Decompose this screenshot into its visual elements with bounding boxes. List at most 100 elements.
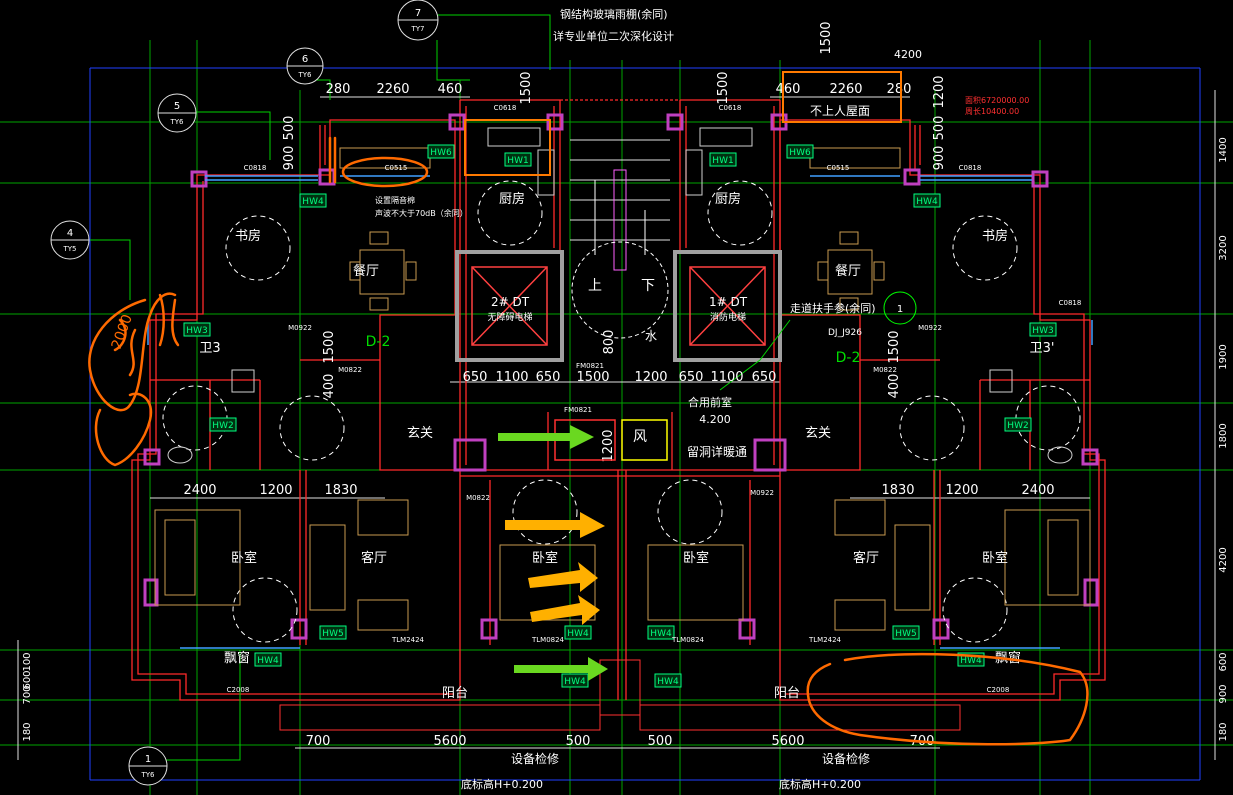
axis-6-ref: TY6 (297, 71, 312, 79)
dim-mid-l: 1500 (322, 330, 337, 363)
room-bedroom-4: 卧室 (982, 550, 1008, 566)
dimension-lines (17, 90, 1216, 760)
freehand-markup (88, 136, 1089, 746)
hw-tag: HW4 (647, 625, 675, 640)
door-label: M0922 (750, 489, 774, 497)
dim-left-1: 600 (22, 670, 33, 689)
svg-text:HW6: HW6 (430, 148, 452, 158)
dim-left-0: 100 (22, 652, 33, 671)
dim-right-5: 600 (1218, 652, 1229, 671)
code-label: C0515 (827, 164, 850, 172)
dim-left-3: 180 (22, 722, 33, 741)
yellow-arrow-1 (505, 512, 605, 538)
dim-bed-l-1: 1200 (259, 483, 292, 498)
dim-bed-l-2: 1830 (324, 483, 357, 498)
dim-core-0: 650 (463, 370, 488, 385)
note-design: 详专业单位二次深化设计 (553, 29, 674, 43)
room-living-left: 客厅 (361, 550, 387, 566)
balcony-railing (279, 659, 961, 731)
hw-tag: HW6 (427, 144, 455, 159)
door-label: TLM0824 (531, 636, 565, 644)
stair-down: 下 (641, 278, 655, 294)
door-label: TLM0824 (671, 636, 705, 644)
room-labels: 厨房 厨房 书房 书房 餐厅 餐厅 卫3 卫3' 玄关 玄关 卧室 卧室 卧室 … (199, 191, 1054, 791)
room-balcony-left: 阳台 (442, 686, 468, 701)
elevator-shafts (455, 250, 782, 362)
dim-core-7: 650 (752, 370, 777, 385)
green-arrow-2 (514, 657, 608, 681)
dim-core-1: 1100 (495, 370, 528, 385)
door-label: TLM2424 (808, 636, 842, 644)
unit-right: D-2 (836, 350, 861, 366)
door-label: FM0821 (576, 362, 604, 370)
dim-mid-r: 1500 (887, 330, 902, 363)
base-right: 底标高H+0.200 (779, 777, 861, 791)
room-kitchen-left: 厨房 (499, 191, 525, 207)
door-label: TLM2424 (391, 636, 425, 644)
hw-tag: HW4 (561, 673, 589, 688)
note-handrail: 走道扶手参(余同) (790, 301, 876, 315)
dim-top-r-0: 460 (776, 82, 801, 97)
dim-side-l-1: 500 (282, 116, 297, 141)
stair-up: 上 (588, 278, 602, 294)
hw-tag: HW4 (654, 673, 682, 688)
room-foyer-left: 玄关 (407, 426, 433, 441)
svg-text:HW6: HW6 (789, 148, 811, 158)
room-wc-right: 卫3' (1030, 341, 1055, 356)
elevator-left-sub: 无障碍电梯 (487, 311, 532, 323)
hw-tag: HW5 (319, 625, 347, 640)
room-dining-left: 餐厅 (353, 263, 379, 279)
elevator-right-sub: 消防电梯 (710, 311, 746, 323)
door-label: M0822 (466, 494, 490, 502)
room-study-right: 书房 (982, 228, 1008, 244)
room-wc-left: 卫3 (199, 341, 220, 356)
room-fan-shaft: 风 (633, 429, 647, 445)
hw-tags: HW1 HW1 HW6 HW6 HW4 HW4 HW3 HW3 HW2 HW2 … (183, 144, 1057, 688)
fixtures (167, 127, 1073, 464)
axis-bubble-4: 4 TY5 (50, 220, 90, 260)
dim-bottom-2: 500 (566, 734, 591, 749)
axis-7-ref: TY7 (410, 25, 424, 33)
svg-text:HW2: HW2 (212, 421, 233, 431)
dim-core-3: 1500 (576, 370, 609, 385)
note-stove: 设置隔音棉 (375, 195, 415, 205)
dim-right-3: 1800 (1218, 423, 1229, 448)
base-left: 底标高H+0.200 (461, 777, 543, 791)
code-label: C0618 (719, 104, 742, 112)
unit-left: D-2 (366, 334, 391, 350)
axis-bubble-7: 7 TY7 (397, 0, 439, 41)
note-canopy: 钢结构玻璃雨棚(余同) (560, 7, 668, 21)
dim-top-l-2: 460 (438, 82, 463, 97)
room-bay-left: 飘窗 (224, 650, 250, 666)
hw-tag: HW4 (254, 652, 282, 667)
svg-text:HW5: HW5 (895, 629, 916, 639)
door-label: M0822 (338, 366, 362, 374)
hw-tag: HW4 (299, 193, 327, 208)
dim-right-1: 3200 (1218, 235, 1229, 260)
room-kitchen-right: 厨房 (715, 191, 741, 207)
room-bedroom-2: 卧室 (532, 550, 558, 566)
kitchen-markup-box (464, 119, 551, 176)
axis-4-number: 4 (67, 228, 73, 239)
roof-markup-box (782, 71, 902, 123)
dim-side-r-2: 1200 (932, 75, 947, 108)
axis-6-number: 6 (302, 54, 308, 65)
hw-tag: HW4 (564, 625, 592, 640)
dim-right-7: 180 (1218, 722, 1229, 741)
svg-text:HW4: HW4 (916, 197, 938, 207)
room-lobby: 合用前室 (688, 395, 732, 409)
dim-mid-l2: 400 (322, 374, 337, 399)
dim-core-6: 1100 (710, 370, 743, 385)
code-label: C0818 (959, 164, 982, 172)
note-fan: 留洞详暖通 (687, 444, 747, 459)
svg-text:HW4: HW4 (302, 197, 324, 207)
axis-5-number: 5 (174, 101, 180, 112)
dim-mid-r2: 400 (887, 374, 902, 399)
hw-tag: HW1 (504, 152, 532, 167)
room-foyer-right: 玄关 (805, 426, 831, 441)
dim-top-r-1: 2260 (829, 82, 862, 97)
dim-bed-l-0: 2400 (183, 483, 216, 498)
axis-7-number: 7 (415, 8, 421, 19)
dim-bed-r-2: 2400 (1021, 483, 1054, 498)
